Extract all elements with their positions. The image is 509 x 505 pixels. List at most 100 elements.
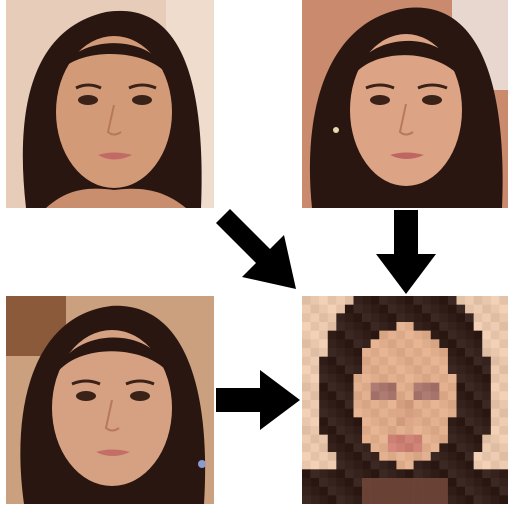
pixel-block bbox=[353, 495, 363, 504]
pixel-block bbox=[473, 313, 483, 323]
pixel-block bbox=[422, 452, 432, 461]
pixel-block bbox=[439, 348, 449, 357]
pixel-block bbox=[430, 374, 440, 383]
pixel-block bbox=[465, 408, 474, 418]
pixel-block bbox=[499, 400, 508, 409]
pixel-block bbox=[327, 469, 337, 479]
pixel-block bbox=[353, 365, 363, 375]
pixel-block bbox=[319, 408, 329, 418]
pixel-block bbox=[353, 469, 363, 479]
pixel-block bbox=[447, 486, 457, 496]
pixel-block bbox=[310, 460, 320, 470]
pixel-block bbox=[465, 382, 474, 392]
pixel-block bbox=[482, 339, 492, 349]
pixel-block bbox=[430, 356, 440, 366]
pixel-block bbox=[422, 296, 432, 305]
pixel-block bbox=[499, 452, 508, 461]
source-face-c bbox=[6, 296, 214, 504]
pixel-block bbox=[379, 478, 389, 487]
pixel-block bbox=[310, 443, 320, 453]
pixel-block bbox=[302, 330, 311, 340]
pixel-block bbox=[430, 426, 440, 435]
pixel-block bbox=[353, 330, 363, 340]
pixel-block bbox=[499, 313, 508, 323]
pixel-block bbox=[379, 296, 389, 305]
pixel-block bbox=[379, 495, 389, 504]
pixel-block bbox=[319, 443, 329, 453]
pixel-block bbox=[327, 348, 337, 357]
pixel-block bbox=[413, 365, 423, 375]
pixel-block bbox=[310, 348, 320, 357]
pixel-block bbox=[447, 417, 457, 427]
pixel-block bbox=[370, 417, 380, 427]
pixel-block bbox=[499, 382, 508, 392]
pixel-block bbox=[465, 356, 474, 366]
pixel-block bbox=[422, 408, 432, 418]
pixel-block bbox=[482, 434, 492, 444]
pixel-block bbox=[362, 434, 371, 444]
pixel-block bbox=[405, 469, 414, 479]
pixel-block bbox=[396, 408, 406, 418]
pixel-block bbox=[353, 460, 363, 470]
pixel-block bbox=[344, 382, 354, 392]
pixel-block bbox=[473, 330, 483, 340]
pixel-block bbox=[379, 356, 389, 366]
pixel-block bbox=[473, 391, 483, 401]
pixel-block bbox=[430, 313, 440, 323]
pixel-block bbox=[499, 495, 508, 504]
pixel-block bbox=[422, 374, 432, 383]
pixel-block bbox=[310, 452, 320, 461]
pixel-block bbox=[387, 365, 397, 375]
pixel-block bbox=[465, 365, 474, 375]
pixel-block bbox=[405, 434, 414, 444]
pixel-block bbox=[490, 313, 500, 323]
pixel-block bbox=[447, 330, 457, 340]
pixel-block bbox=[344, 452, 354, 461]
pixel-block bbox=[439, 426, 449, 435]
pixel-block bbox=[430, 452, 440, 461]
pixel-block bbox=[370, 460, 380, 470]
pixel-block bbox=[473, 296, 483, 305]
pixel-block bbox=[302, 296, 311, 305]
pixel-block bbox=[465, 374, 474, 383]
pixel-block bbox=[344, 313, 354, 323]
pixel-block bbox=[413, 391, 423, 401]
pixel-block bbox=[362, 452, 371, 461]
pixel-block bbox=[490, 356, 500, 366]
pixel-block bbox=[387, 296, 397, 305]
pixel-block bbox=[447, 374, 457, 383]
pixel-block bbox=[482, 374, 492, 383]
pixel-block bbox=[465, 417, 474, 427]
pixel-block bbox=[405, 452, 414, 461]
pixel-block bbox=[310, 339, 320, 349]
pixel-block bbox=[499, 374, 508, 383]
pixel-block bbox=[405, 408, 414, 418]
pixel-block bbox=[327, 296, 337, 305]
pixel-block bbox=[422, 478, 432, 487]
pixel-block bbox=[327, 426, 337, 435]
pixel-block bbox=[379, 313, 389, 323]
pixel-block bbox=[447, 460, 457, 470]
pixel-block bbox=[473, 374, 483, 383]
pixel-block bbox=[387, 322, 397, 331]
pixel-block bbox=[490, 391, 500, 401]
pixel-block bbox=[370, 356, 380, 366]
pixel-block bbox=[396, 478, 406, 487]
pixel-block bbox=[456, 304, 466, 314]
pixel-block bbox=[310, 365, 320, 375]
pixel-block bbox=[344, 460, 354, 470]
pixel-block bbox=[465, 391, 474, 401]
pixel-block bbox=[422, 417, 432, 427]
pixel-block bbox=[413, 417, 423, 427]
pixel-block bbox=[319, 304, 329, 314]
pixel-block bbox=[336, 339, 346, 349]
pixel-block bbox=[370, 339, 380, 349]
pixel-block bbox=[473, 365, 483, 375]
pixel-block bbox=[396, 426, 406, 435]
pixel-block bbox=[370, 469, 380, 479]
pixel-block bbox=[302, 495, 311, 504]
pixel-block bbox=[387, 434, 397, 444]
pixel-block bbox=[422, 382, 432, 392]
pixel-block bbox=[482, 382, 492, 392]
pixel-block bbox=[396, 304, 406, 314]
